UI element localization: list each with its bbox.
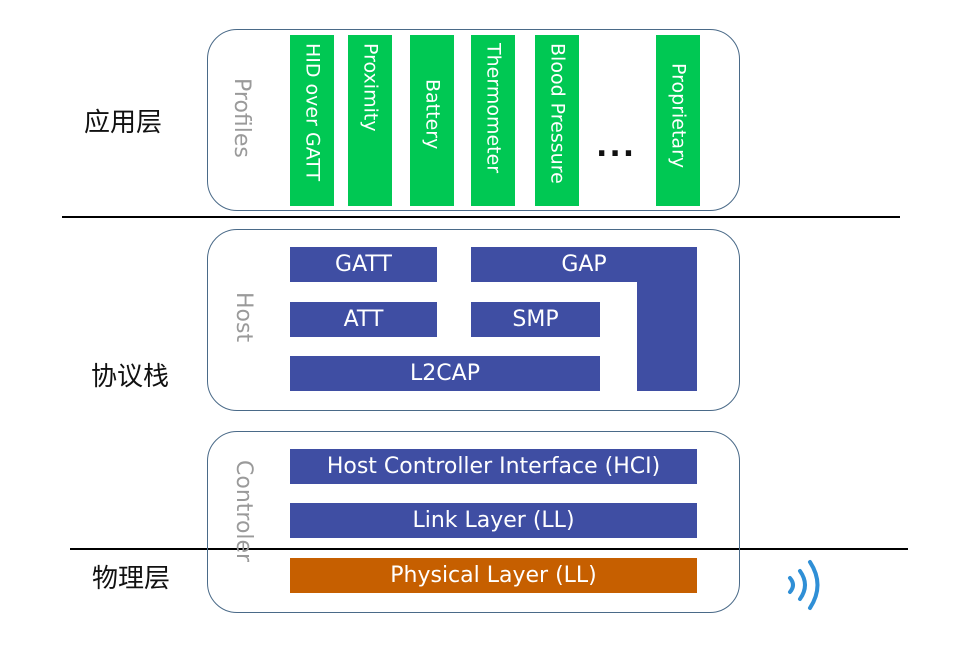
smp-block: SMP (471, 302, 600, 337)
divider-link-physical (70, 548, 908, 550)
host-panel-label: Host (231, 292, 256, 343)
profiles-panel-label: Profiles (229, 78, 254, 158)
profiles-ellipsis: ... (596, 129, 637, 164)
divider-application-host (62, 216, 900, 218)
profile-proximity: Proximity (348, 35, 392, 206)
profiles-panel (207, 29, 740, 211)
gatt-block: GATT (290, 247, 437, 282)
host-panel (207, 229, 740, 411)
protocol-stack-label: 协议栈 (91, 362, 170, 392)
profile-blood-pressure: Blood Pressure (535, 35, 579, 206)
profile-hid-over-gatt: HID over GATT (290, 35, 334, 206)
gap-block-vertical (637, 280, 697, 391)
application-layer-label: 应用层 (84, 108, 163, 138)
physical-layer-block: Physical Layer (LL) (290, 558, 697, 593)
profile-thermometer: Thermometer (471, 35, 515, 206)
profile-battery: Battery (410, 35, 454, 206)
hci-block: Host Controller Interface (HCI) (290, 449, 697, 484)
link-layer-block: Link Layer (LL) (290, 503, 697, 538)
controller-panel (207, 431, 740, 613)
l2cap-block: L2CAP (290, 356, 600, 391)
controller-panel-label: Controler (231, 460, 256, 563)
wireless-signal-icon (788, 560, 820, 610)
profile-proprietary: Proprietary (656, 35, 700, 206)
physical-layer-label: 物理层 (92, 564, 171, 594)
gap-block: GAP (471, 247, 697, 282)
att-block: ATT (290, 302, 437, 337)
